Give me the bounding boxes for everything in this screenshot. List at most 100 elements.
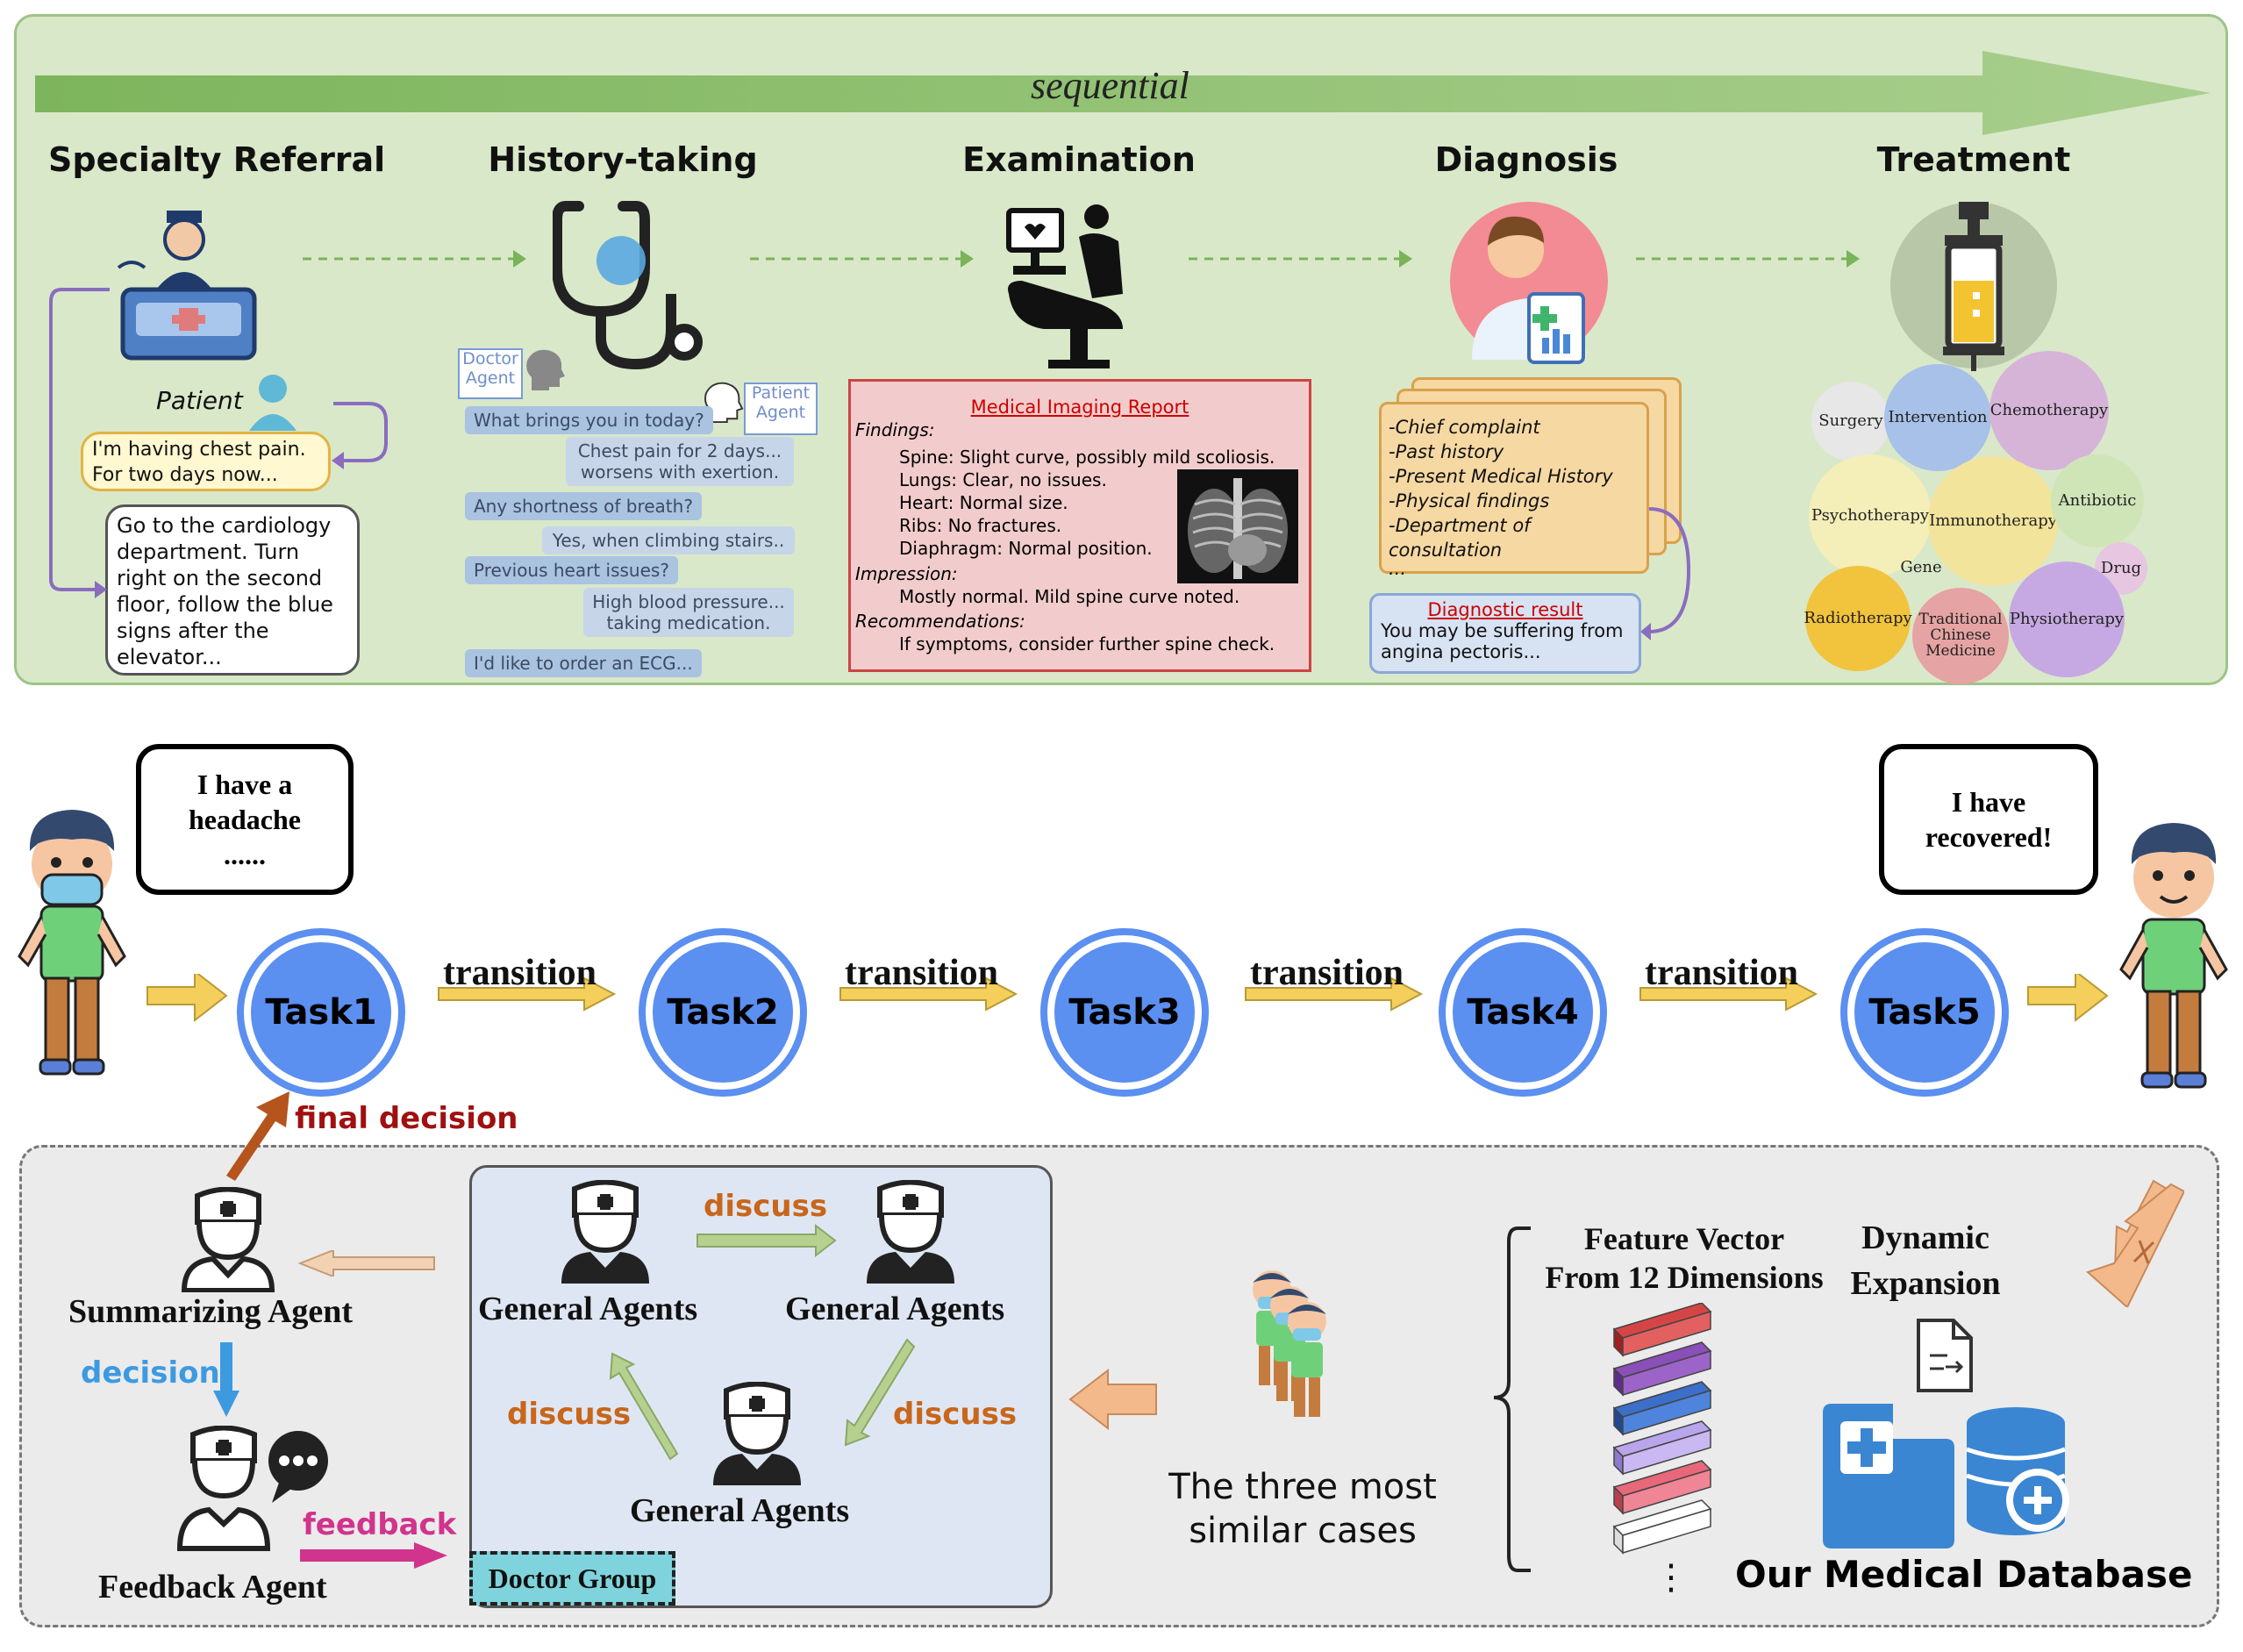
report-finding-line: Ribs: No fractures. xyxy=(899,515,1062,536)
report-impression-label: Impression: xyxy=(855,563,958,584)
chat-patient: Yes, when climbing stairs.. xyxy=(542,526,795,554)
database-label: Our Medical Database xyxy=(1735,1553,2193,1596)
discuss-label: discuss xyxy=(893,1397,1018,1432)
transition-label: transition xyxy=(443,953,597,993)
arrow-to-summarizer xyxy=(298,1250,435,1277)
speech-headache: I have a headache ...... xyxy=(136,744,354,895)
document-export-icon xyxy=(1917,1319,1973,1392)
patient-person-icon xyxy=(249,375,296,431)
feedback-label: feedback xyxy=(303,1507,457,1542)
general-agents-label: General Agents xyxy=(478,1291,698,1327)
doctor-group-tag: Doctor Group xyxy=(469,1551,675,1606)
diagnostic-result-title: Diagnostic result xyxy=(1427,599,1583,620)
task-node-1: Task1 xyxy=(237,928,405,1097)
treatment-surgery: Surgery xyxy=(1811,382,1890,461)
treatment-chemotherapy: Chemotherapy xyxy=(1989,351,2109,470)
stethoscope-icon xyxy=(553,201,703,370)
task-label: Task3 xyxy=(1054,942,1195,1083)
treatment-immunotherapy: Immunotherapy xyxy=(1928,456,2058,586)
general-agent-icon xyxy=(713,1382,801,1485)
sequential-arrow xyxy=(35,51,2211,135)
doctor-agent-tag-line: Doctor xyxy=(462,349,518,368)
nurse-bubble-line: department. Turn xyxy=(117,540,300,564)
feature-vector-line: From 12 Dimensions xyxy=(1545,1260,1824,1295)
ultrasound-exam-icon xyxy=(1006,204,1123,368)
patient-agent-tag-line: Agent xyxy=(755,402,806,422)
report-impression: Mostly normal. Mild spine curve noted. xyxy=(899,586,1240,607)
diagnosis-document: -Chief complaint -Past history -Present … xyxy=(1379,402,1649,579)
curly-brace xyxy=(1493,1226,1531,1572)
stage-title-treatment: Treatment xyxy=(1876,140,2071,179)
feature-vector-bars xyxy=(1612,1303,1712,1555)
feature-vector-label: Feature Vector From 12 Dimensions xyxy=(1526,1219,1842,1297)
patient-boy-icon-right xyxy=(2119,823,2228,1089)
diagnostic-result: Diagnostic result You may be suffering f… xyxy=(1369,593,1641,674)
feature-vector-line: Feature Vector xyxy=(1583,1221,1785,1256)
task-label: Task1 xyxy=(251,942,391,1083)
patient-boy-icon-left xyxy=(18,810,126,1076)
similar-cases-line: similar cases xyxy=(1189,1511,1417,1551)
doctor-clipboard-icon xyxy=(1450,202,1608,364)
final-decision-arrow xyxy=(226,1091,289,1181)
cases-to-group-arrow xyxy=(1068,1369,1157,1430)
stage-title-examination: Examination xyxy=(962,140,1196,179)
feedback-agent-label: Feedback Agent xyxy=(98,1569,327,1606)
treatment-radiotherapy: Radiotherapy xyxy=(1804,566,1912,671)
treatment-tcm: Traditional Chinese Medicine xyxy=(1912,588,2009,684)
patient-bubble: I'm having chest pain. For two days now.… xyxy=(81,432,331,491)
task-label: Task4 xyxy=(1453,942,1593,1083)
report-findings: Spine: Slight curve, possibly mild scoli… xyxy=(899,446,1275,560)
chat-doctor: I'd like to order an ECG... xyxy=(465,649,702,677)
nurse-desk-icon xyxy=(117,211,257,361)
referral-arrows xyxy=(49,288,388,598)
sequential-label: sequential xyxy=(1031,64,1189,107)
chat-doctor: What brings you in today? xyxy=(465,406,713,434)
chat-patient: High blood pressure... taking medication… xyxy=(583,588,794,637)
treatment-intervention: Intervention xyxy=(1884,364,1991,471)
chat-patient: Chest pain for 2 days... worsens with ex… xyxy=(566,437,794,486)
summarizing-agent-label: Summarizing Agent xyxy=(68,1293,354,1330)
dynamic-expansion-line: Expansion xyxy=(1850,1265,2001,1302)
chat-doctor: Any shortness of breath? xyxy=(465,492,702,520)
stage-title-referral: Specialty Referral xyxy=(48,140,386,179)
discuss-arrows xyxy=(609,1223,916,1461)
nurse-bubble: Go to the cardiology department. Turn ri… xyxy=(105,504,360,676)
patient-agent-tag: Patient Agent xyxy=(744,383,818,435)
patient-label: Patient xyxy=(156,386,243,415)
general-agent-icon xyxy=(561,1180,649,1284)
patient-bubble-line: I'm having chest pain. xyxy=(92,439,306,461)
nurse-bubble-line: right on the second xyxy=(117,566,323,590)
general-agents-label: General Agents xyxy=(630,1492,850,1529)
diagnosis-arrow xyxy=(1640,507,1691,640)
task-node-5: Task5 xyxy=(1840,928,2009,1097)
stage-title-diagnosis: Diagnosis xyxy=(1434,140,1618,179)
chat-doctor: Previous heart issues? xyxy=(465,556,678,584)
vdots: ⋮ xyxy=(1654,1557,1689,1598)
speech-line: I have a xyxy=(196,769,293,800)
similar-cases-line: The three most xyxy=(1168,1467,1437,1507)
brain-head-outline-icon xyxy=(704,382,744,424)
general-agent-icon xyxy=(867,1180,954,1284)
task-node-2: Task2 xyxy=(639,928,807,1097)
decision-arrow xyxy=(213,1342,239,1417)
report-finding-line: Heart: Normal size. xyxy=(899,492,1068,513)
final-decision-label: final decision xyxy=(295,1101,518,1136)
nurse-bubble-line: Go to the cardiology xyxy=(117,513,332,538)
task-arrows xyxy=(146,974,2109,1023)
transition-label: transition xyxy=(1250,953,1404,993)
report-title: Medical Imaging Report xyxy=(970,397,1189,418)
diagnosis-item: ... xyxy=(1389,558,1407,579)
speech-line: headache xyxy=(189,804,301,835)
task-label: Task5 xyxy=(1854,942,1995,1083)
report-findings-label: Findings: xyxy=(855,419,935,440)
task-node-4: Task4 xyxy=(1439,928,1607,1097)
nurse-bubble-line: signs after the xyxy=(117,619,269,643)
general-agents-label: General Agents xyxy=(785,1291,1005,1327)
diagnosis-item: -Physical findings xyxy=(1389,490,1550,511)
speech-line: I have xyxy=(1951,786,2026,818)
speech-recovered: I have recovered! xyxy=(1879,744,2098,895)
report-finding-line: Spine: Slight curve, possibly mild scoli… xyxy=(899,447,1275,468)
treatment-antibiotic: Antibiotic xyxy=(2051,454,2144,547)
treatment-physiotherapy: Physiotherapy xyxy=(2009,561,2125,677)
stage-connectors xyxy=(303,250,1860,268)
